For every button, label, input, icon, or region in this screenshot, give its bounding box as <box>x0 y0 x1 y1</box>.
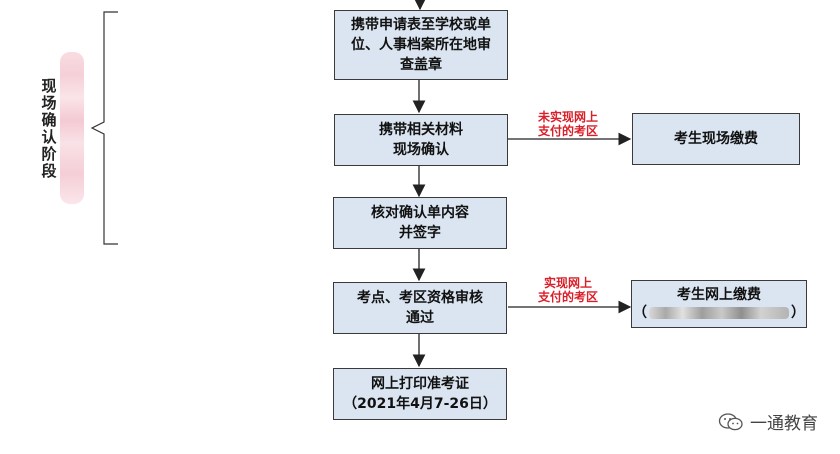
online-payment-note: （ ） <box>633 304 805 322</box>
watermark: 一通教育 <box>718 409 818 434</box>
condition-online-pay: 实现网上 支付的考区 <box>537 276 598 304</box>
step-verify-sign: 核对确认单内容 并签字 <box>333 197 507 249</box>
paren-open: （ <box>633 305 647 321</box>
online-payment-title: 考生网上缴费 <box>677 287 761 303</box>
blurred-region <box>649 307 789 319</box>
action-online-payment: 考生网上缴费 （ ） <box>631 280 807 328</box>
watermark-text: 一通教育 <box>750 414 818 434</box>
step-qualification-review: 考点、考区资格审核 通过 <box>333 282 507 334</box>
step-review-stamp: 携带申请表至学校或单 位、人事档案所在地审 查盖章 <box>334 10 508 80</box>
wechat-icon <box>718 412 743 430</box>
stage-label: 现场确认阶段 <box>41 77 57 180</box>
step-print-admission: 网上打印准考证 （2021年4月7-26日） <box>333 368 507 420</box>
step-onsite-confirm: 携带相关材料 现场确认 <box>334 114 508 166</box>
paren-close: ） <box>791 305 805 321</box>
action-onsite-payment: 考生现场缴费 <box>632 113 800 165</box>
blurred-region <box>60 52 84 204</box>
condition-no-online-pay: 未实现网上 支付的考区 <box>537 110 598 138</box>
stage-bracket <box>90 11 118 245</box>
